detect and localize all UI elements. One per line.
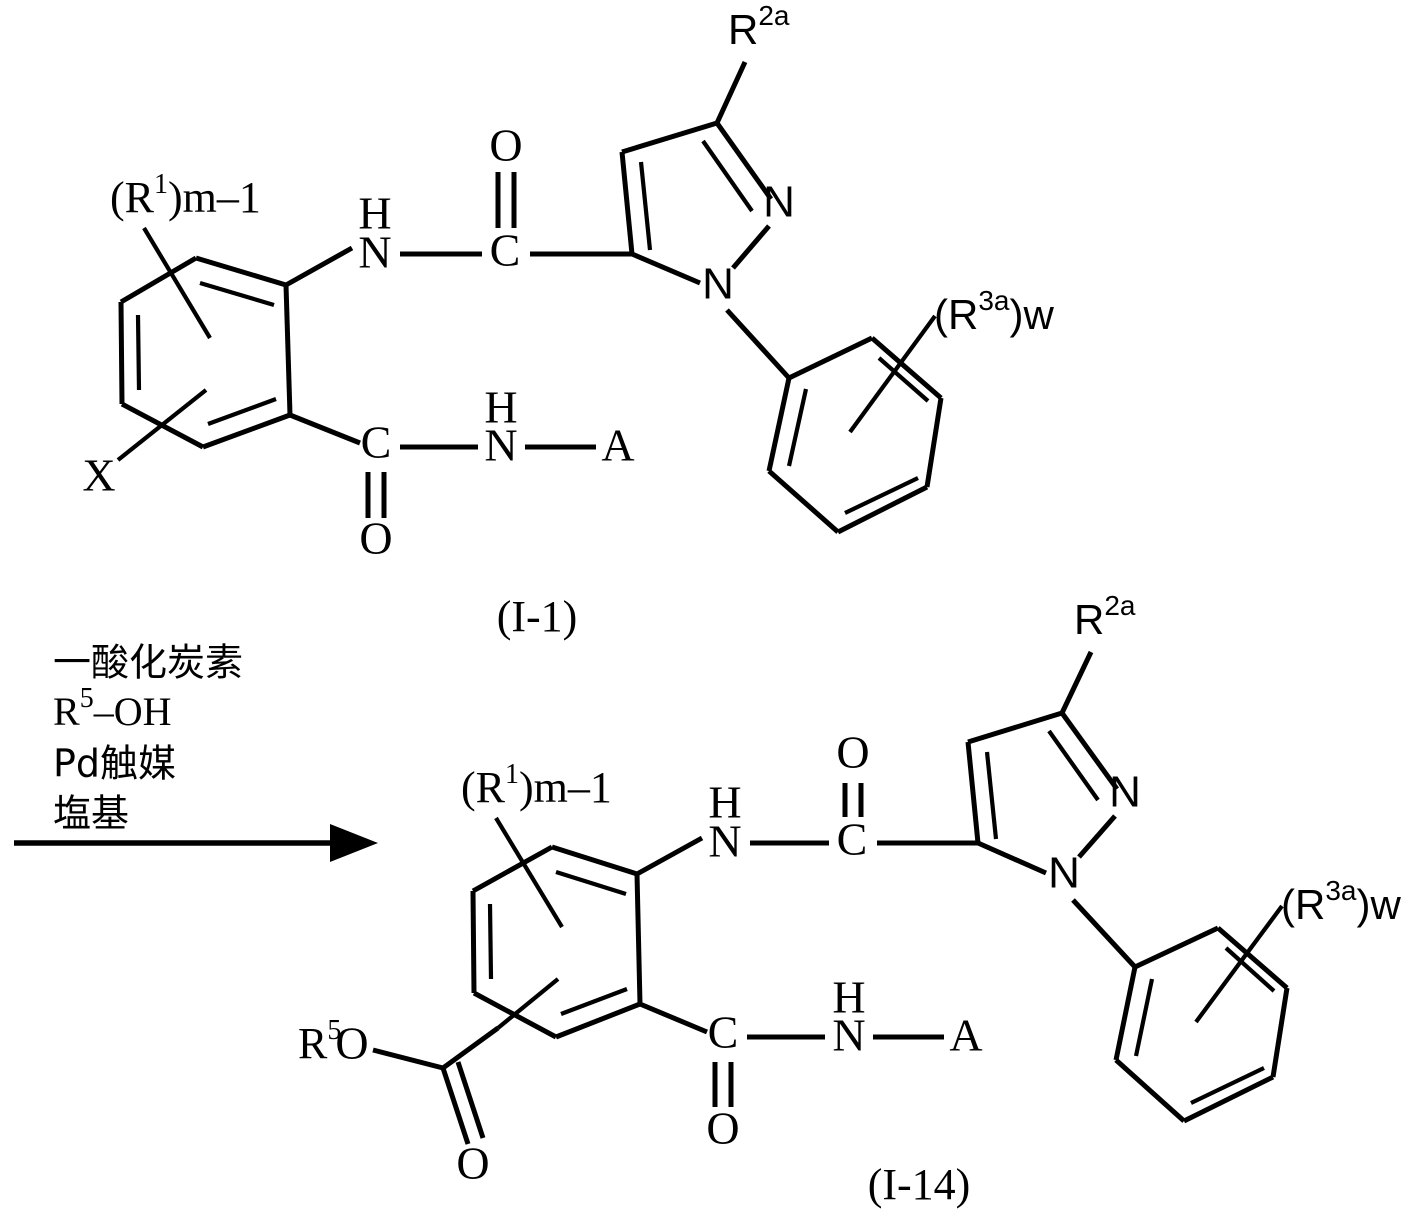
product-r2a-label: R2a [1074, 590, 1136, 643]
reactant-x-label: X [82, 450, 115, 501]
product-ester-r5-label: R5 [298, 1015, 341, 1068]
product-r3a-label: (R3a)w [1281, 875, 1401, 928]
reactant-r2a-bond [714, 60, 748, 125]
product-formula-tag: (I-14) [868, 1160, 971, 1209]
reactant-structure: (R1)m–1 X H N C O [82, 0, 1054, 641]
reactant-r1-bond [142, 226, 212, 340]
product-r1-label: (R1)m–1 [461, 759, 612, 812]
reaction-conditions: 一酸化炭素 R5–OH Pd触媒 塩基 [14, 641, 378, 862]
reactant-amide-n-label: N [358, 227, 391, 278]
reactant-aryl-n-bond [284, 245, 354, 288]
reactant-phenyl-ring [766, 335, 944, 535]
product-pyrazole-n2-label: N [1109, 768, 1141, 817]
product-r1-bond [494, 816, 564, 929]
product-pyrazole-n1-label: N [1048, 849, 1080, 898]
product-phenyl-ring [1113, 925, 1290, 1124]
reactant-aryl-amide-bond [289, 412, 361, 446]
product-r2a-bond [1059, 650, 1094, 715]
product-ester-double-b [455, 1061, 486, 1139]
product-ester-o-label: O [335, 1018, 368, 1069]
product-pyrazole-ring [965, 710, 1120, 876]
product-ester-aryl-slash [496, 977, 560, 1030]
reactant-r3a-label: (R3a)w [934, 285, 1054, 338]
reactant-amide-h-label: H [358, 188, 391, 239]
reactant-amide2-c-label: C [361, 417, 392, 468]
reactant-formula-tag: (I-1) [497, 592, 578, 641]
product-amide-h-label: H [708, 777, 741, 828]
condition-line-alcohol: R5–OH [53, 683, 171, 734]
reactant-carbonyl-o-label: O [489, 120, 522, 171]
product-amide2-n-label: N [832, 1010, 865, 1061]
reactant-benzene-ring [118, 255, 293, 450]
product-aryl-ester-bond [441, 1025, 500, 1071]
condition-line-carbon-monoxide: 一酸化炭素 [53, 641, 243, 685]
product-amide2-o-label: O [706, 1103, 739, 1154]
reactant-r3a-bond [848, 314, 937, 434]
condition-line-base: 塩基 [53, 792, 129, 836]
reaction-arrow-right [14, 824, 378, 862]
product-carbonyl-o-label: O [836, 727, 869, 778]
reactant-n-phenyl-bond [725, 308, 791, 380]
reactant-pyrazole-n2-label: N [763, 178, 795, 227]
reactant-pyrazole-n1-label: N [702, 260, 734, 309]
condition-line-pd-catalyst: Pd触媒 [53, 742, 176, 786]
product-amide2-h-label: H [832, 972, 865, 1023]
product-n-phenyl-bond [1071, 898, 1137, 969]
reactant-x-bond [116, 388, 208, 462]
reactant-amide2-o-label: O [359, 513, 392, 564]
product-amide2-c-label: C [708, 1007, 739, 1058]
reactant-pyrazole-ring [619, 120, 774, 286]
product-structure: (R1)m–1 O R5 O H N C O R2a N [298, 590, 1401, 1209]
product-aryl-n-bond [635, 835, 704, 877]
reactant-r2a-label: R2a [728, 0, 790, 53]
product-carbonyl-c-label: C [837, 814, 868, 865]
reactant-amide2-a-label: A [601, 420, 634, 471]
product-ester-c-o-bond [372, 1047, 444, 1071]
product-ester-double-a [440, 1067, 471, 1145]
product-aryl-amide-bond [639, 1001, 708, 1035]
reactant-r1-label: (R1)m–1 [110, 169, 261, 222]
product-ester-carbonyl-o-label: O [456, 1138, 489, 1189]
reactant-amide2-n-label: N [484, 420, 517, 471]
product-r3a-bond [1194, 904, 1284, 1024]
product-amide-n-label: N [708, 816, 741, 867]
product-amide2-a-label: A [949, 1010, 982, 1061]
reactant-amide2-h-label: H [484, 382, 517, 433]
reactant-carbonyl-c-label: C [490, 225, 521, 276]
